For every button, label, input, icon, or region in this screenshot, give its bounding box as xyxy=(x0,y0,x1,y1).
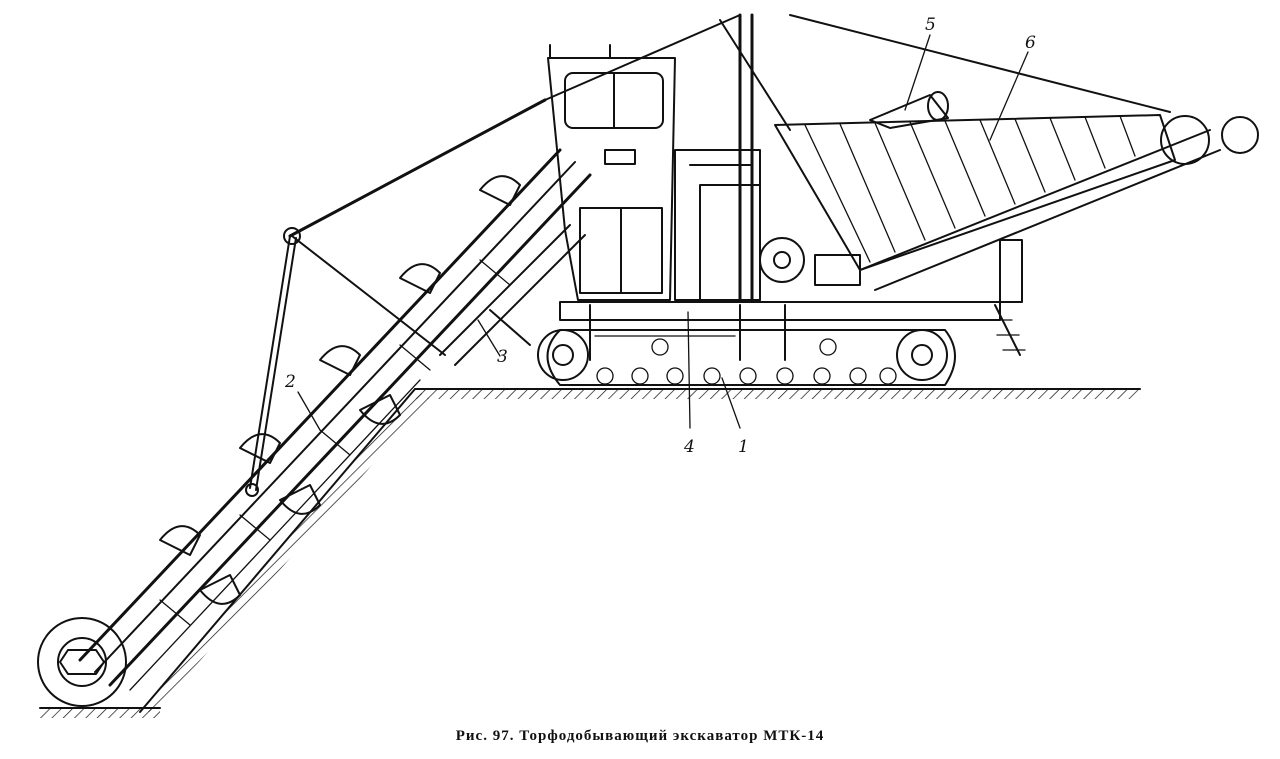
label-3: 3 xyxy=(497,347,508,367)
crawler-chassis xyxy=(537,301,1026,386)
hoist-rigging xyxy=(245,14,741,497)
digging-boom xyxy=(37,148,592,707)
callout-leaders xyxy=(297,34,1029,431)
label-5: 5 xyxy=(925,15,936,35)
label-1: 1 xyxy=(738,437,749,457)
conveyor-ribs xyxy=(804,115,1136,263)
label-4: 4 xyxy=(683,437,695,457)
figure-caption: Рис. 97. Торфодобывающий экскаватор МТК-… xyxy=(455,728,825,744)
label-2: 2 xyxy=(284,372,296,392)
ground xyxy=(39,388,1141,718)
operator-cab xyxy=(547,44,676,301)
road-wheels xyxy=(596,338,897,385)
discharge-conveyor xyxy=(774,14,1259,303)
label-6: 6 xyxy=(1025,33,1036,53)
machinery-block xyxy=(674,13,861,302)
boom-strut xyxy=(439,224,586,366)
